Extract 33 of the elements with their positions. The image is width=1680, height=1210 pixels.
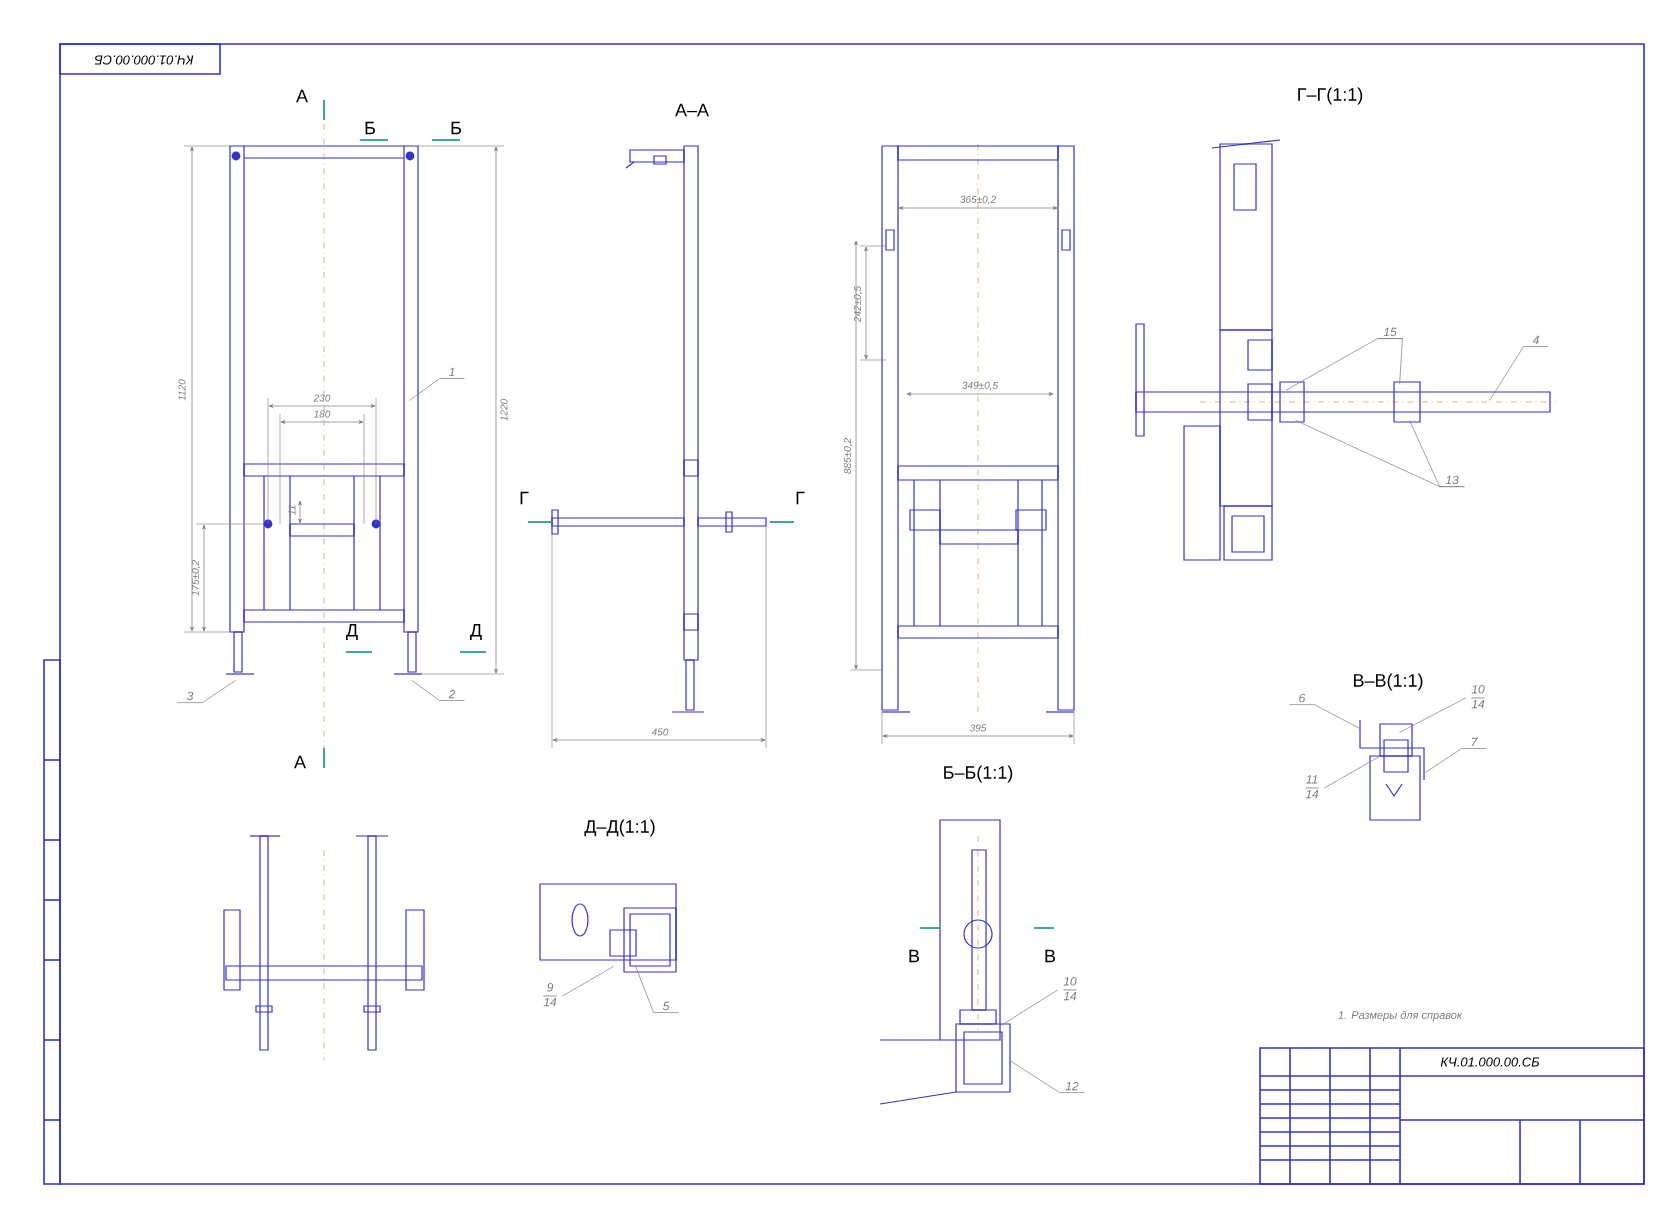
section-letter: А xyxy=(296,89,308,103)
section-letter: Г xyxy=(520,491,529,505)
section-letter: Б xyxy=(451,121,461,135)
view-title: В–В(1:1) xyxy=(1354,673,1423,691)
leader-line xyxy=(411,680,465,701)
leader-line xyxy=(1425,748,1487,773)
fixing-detail-drawing xyxy=(539,883,677,973)
leader-line xyxy=(1399,697,1466,733)
leader-line xyxy=(1377,338,1403,385)
view-title: Г–Г(1:1) xyxy=(1298,87,1363,105)
section-letter: Г xyxy=(796,491,805,505)
leader-line xyxy=(1009,1060,1085,1093)
section-letter: Д xyxy=(346,624,358,640)
bracket-section-drawing xyxy=(1359,719,1425,821)
section-letter: В xyxy=(1045,949,1056,963)
view-title: Д–Д(1:1) xyxy=(584,819,655,837)
leader-line xyxy=(1324,756,1380,789)
leader-line xyxy=(409,378,465,401)
view-title: Б–Б(1:1) xyxy=(944,765,1013,783)
section-letter: Д xyxy=(470,624,482,640)
section-letter: А xyxy=(294,755,306,769)
leader-line xyxy=(1289,704,1360,729)
bracket-detail-drawing xyxy=(879,819,1011,1105)
leader-line xyxy=(1409,420,1465,487)
leader-line xyxy=(562,966,614,997)
frame-front-view-drawing xyxy=(225,145,423,675)
section-drawing xyxy=(1135,139,1551,561)
leader-line xyxy=(999,989,1058,1027)
section-letter: В xyxy=(909,949,920,963)
leader-line xyxy=(1489,346,1549,401)
leader-line xyxy=(177,680,236,703)
view-title: А–А xyxy=(675,103,709,117)
leader-line xyxy=(635,966,679,1013)
